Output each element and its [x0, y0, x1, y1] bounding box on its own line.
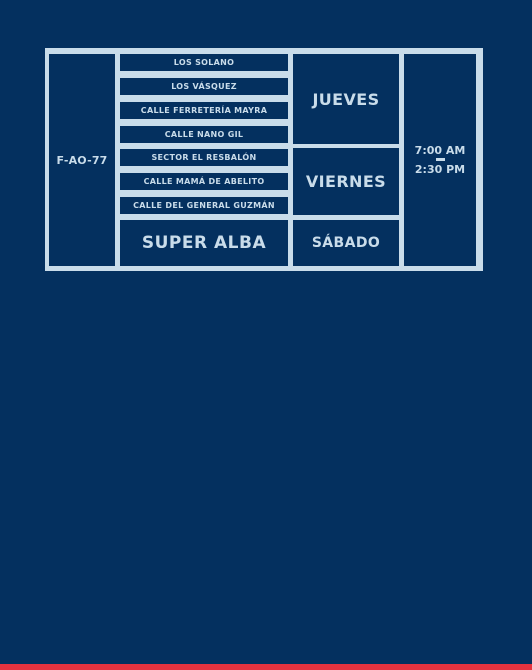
- street-item: CALLE FERRETERÍA MAYRA: [120, 102, 288, 119]
- street-item: LOS SOLANO: [120, 54, 288, 71]
- time-dash: [435, 158, 445, 161]
- day-saturday: SÁBADO: [293, 220, 399, 266]
- street-item: SECTOR EL RESBALÓN: [120, 149, 288, 166]
- day-friday: VIERNES: [293, 148, 399, 215]
- day-thursday: JUEVES: [293, 54, 399, 144]
- street-item: CALLE MAMÁ DE ABELITO: [120, 173, 288, 190]
- street-item: LOS VÁSQUEZ: [120, 78, 288, 95]
- time-end: 2:30 PM: [414, 163, 466, 176]
- super-store-label: SUPER ALBA: [120, 220, 288, 266]
- route-code: F-AO-77: [49, 54, 115, 266]
- time-range: 7:00 AM 2:30 PM: [404, 54, 476, 266]
- bottom-accent-bar: [0, 664, 532, 670]
- street-item: CALLE DEL GENERAL GUZMÁN: [120, 197, 288, 214]
- schedule-table: F-AO-77 LOS SOLANO LOS VÁSQUEZ CALLE FER…: [45, 48, 483, 271]
- street-item: CALLE NANO GIL: [120, 126, 288, 143]
- time-start: 7:00 AM: [414, 143, 466, 157]
